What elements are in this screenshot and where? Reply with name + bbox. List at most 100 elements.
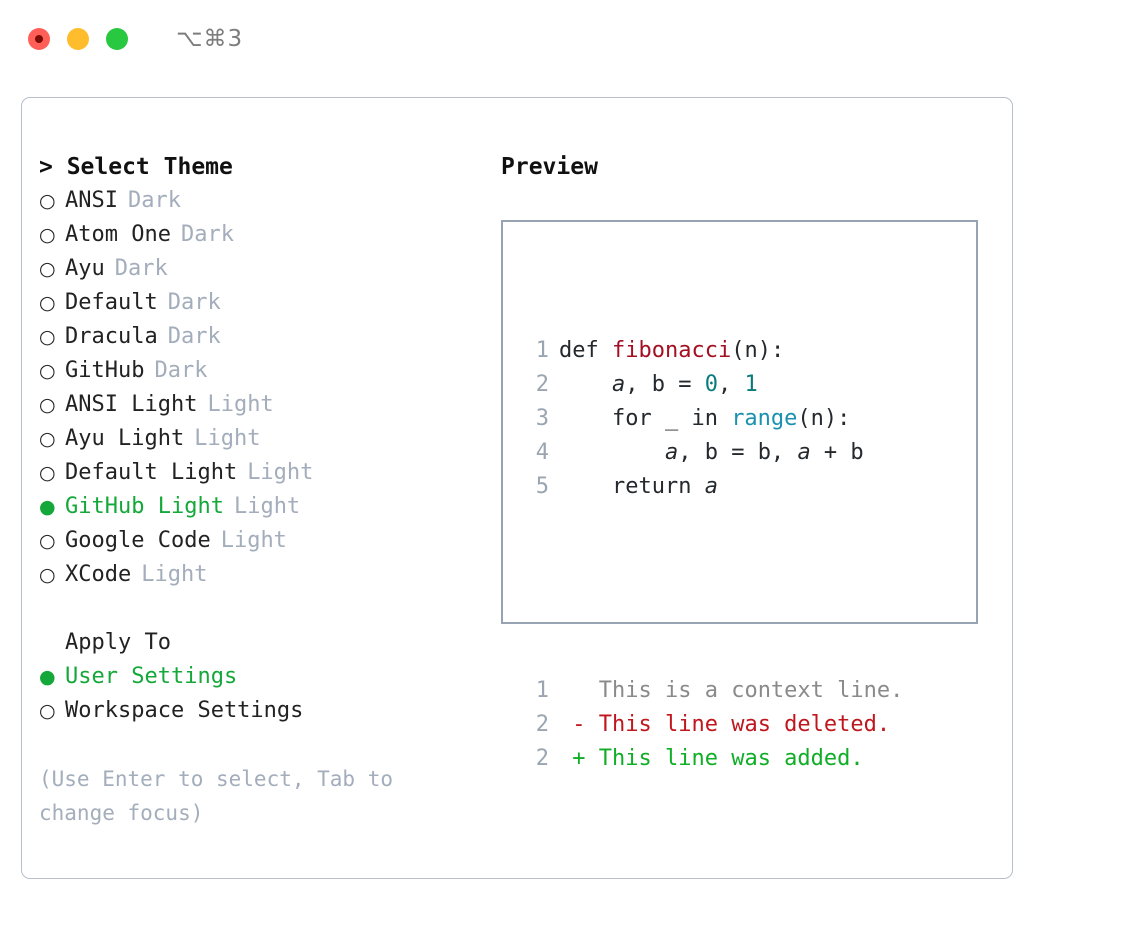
radio-unselected-icon[interactable]: ○ xyxy=(39,258,56,280)
code-token: 0 xyxy=(704,372,718,397)
code-token xyxy=(559,436,665,470)
radio-selected-icon[interactable]: ● xyxy=(39,666,56,688)
theme-option-row[interactable]: ○ Google Code Light xyxy=(39,524,499,558)
diff-marker: - xyxy=(559,712,599,737)
radio-unselected-icon[interactable]: ○ xyxy=(39,190,56,212)
theme-option-row[interactable]: ○ Ayu Dark xyxy=(39,252,499,286)
diff-text: This is a context line. xyxy=(598,678,904,703)
apply-to-list[interactable]: ● User Settings ○ Workspace Settings xyxy=(39,660,499,728)
radio-unselected-icon[interactable]: ○ xyxy=(39,292,56,314)
keyboard-hint-text: (Use Enter to select, Tab to change focu… xyxy=(39,767,394,825)
select-theme-header: > Select Theme xyxy=(39,154,233,180)
radio-unselected-icon[interactable]: ○ xyxy=(39,700,56,722)
code-line-number: 3 xyxy=(535,406,549,431)
theme-option-tag: Light xyxy=(220,528,287,553)
diff-marker xyxy=(559,674,599,708)
radio-unselected-icon[interactable]: ○ xyxy=(39,394,56,416)
radio-unselected-icon[interactable]: ○ xyxy=(39,462,56,484)
theme-option-tag: Light xyxy=(194,426,261,451)
diff-line-number: 2 xyxy=(535,746,549,771)
radio-unselected-icon[interactable]: ○ xyxy=(39,224,56,246)
theme-option-tag: Dark xyxy=(180,222,234,247)
theme-option-tag: Dark xyxy=(114,256,168,281)
code-token xyxy=(559,368,612,402)
diff-text: This line was added. xyxy=(598,746,864,771)
theme-option-row[interactable]: ○ GitHub Dark xyxy=(39,354,499,388)
radio-unselected-icon[interactable]: ○ xyxy=(39,530,56,552)
code-token: a xyxy=(797,440,811,465)
code-token: a xyxy=(704,474,718,499)
code-line: 3 for _ in range(n): xyxy=(523,402,903,436)
title-bar: ⌥⌘3 xyxy=(0,0,1140,78)
radio-unselected-icon[interactable]: ○ xyxy=(39,428,56,450)
keyboard-shortcut-label: ⌥⌘3 xyxy=(176,26,244,52)
apply-to-header: Apply To xyxy=(65,630,171,655)
apply-to-option-row[interactable]: ○ Workspace Settings xyxy=(39,694,499,728)
maximize-icon[interactable] xyxy=(106,28,128,50)
code-token: (n): xyxy=(731,338,785,363)
radio-unselected-icon[interactable]: ○ xyxy=(39,360,56,382)
apply-to-option-row[interactable]: ● User Settings xyxy=(39,660,499,694)
radio-unselected-icon[interactable]: ○ xyxy=(39,564,56,586)
theme-option-label: GitHub Light xyxy=(65,494,224,519)
theme-option-label: Default xyxy=(65,290,158,315)
code-line-number: 2 xyxy=(535,372,549,397)
code-line-number: 1 xyxy=(535,338,549,363)
theme-option-row[interactable]: ○ Atom One Dark xyxy=(39,218,499,252)
diff-line: 2 + This line was added. xyxy=(523,742,903,776)
diff-marker: + xyxy=(559,746,599,771)
theme-option-label: Ayu xyxy=(65,256,105,281)
diff-line: 1 This is a context line. xyxy=(523,674,904,708)
apply-to-option-label: Workspace Settings xyxy=(65,698,304,723)
theme-option-tag: Dark xyxy=(167,324,221,349)
theme-option-tag: Light xyxy=(141,562,208,587)
code-token: , b = xyxy=(625,372,705,397)
diff-line-number: 2 xyxy=(535,712,549,737)
radio-unselected-icon[interactable]: ○ xyxy=(39,326,56,348)
code-token: + b xyxy=(810,440,864,465)
code-token: fibonacci xyxy=(611,338,732,363)
theme-option-label: Default Light xyxy=(65,460,238,485)
code-diff-spacer xyxy=(523,572,903,606)
diff-line: 2 - This line was deleted. xyxy=(523,708,903,742)
code-line: 5 return a xyxy=(523,470,903,504)
code-token: range xyxy=(731,406,798,431)
apply-to-option-label: User Settings xyxy=(65,664,238,689)
theme-option-label: Atom One xyxy=(65,222,171,247)
theme-option-label: ANSI xyxy=(65,188,118,213)
code-token: 1 xyxy=(744,372,758,397)
code-line: 2 a, b = 0, 1 xyxy=(523,368,903,402)
theme-option-row[interactable]: ○ XCode Light xyxy=(39,558,499,592)
code-token: return xyxy=(559,474,705,499)
theme-option-label: Ayu Light xyxy=(65,426,185,451)
radio-selected-icon[interactable]: ● xyxy=(39,496,56,518)
theme-option-tag: Light xyxy=(207,392,274,417)
code-token: def xyxy=(559,338,612,363)
code-token: for _ in xyxy=(559,406,732,431)
theme-option-label: Google Code xyxy=(65,528,211,553)
diff-sample: 1 This is a context line.2 - This line w… xyxy=(523,674,904,776)
window-controls xyxy=(28,28,128,50)
code-line: 1 def fibonacci(n): xyxy=(523,334,903,368)
minimize-icon[interactable] xyxy=(67,28,89,50)
theme-option-label: GitHub xyxy=(65,358,145,383)
theme-option-tag: Dark xyxy=(154,358,208,383)
theme-option-label: XCode xyxy=(65,562,132,587)
close-icon[interactable] xyxy=(28,28,50,50)
preview-title: Preview xyxy=(501,154,598,180)
code-token: (n): xyxy=(797,406,851,431)
theme-option-row[interactable]: ○ Ayu Light Light xyxy=(39,422,499,456)
